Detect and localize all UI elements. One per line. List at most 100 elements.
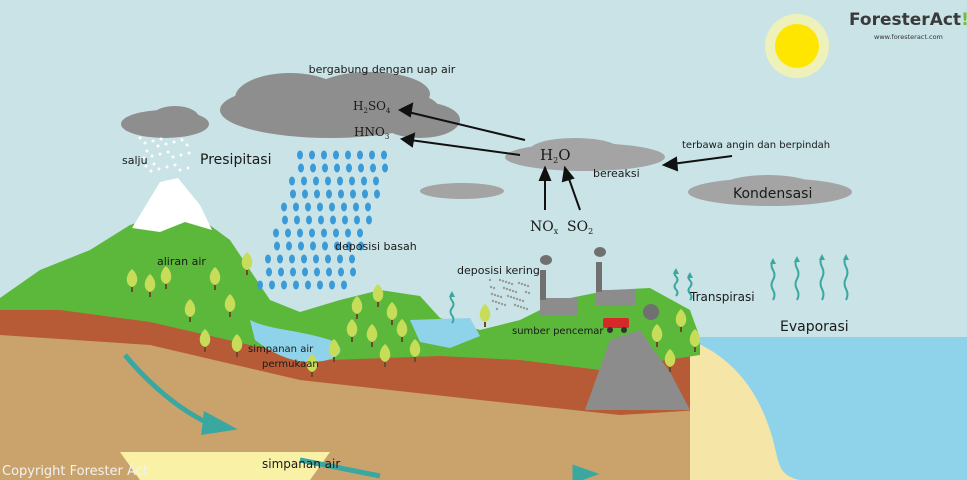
vapor-arrows [449,254,849,324]
snow-dot [142,156,146,160]
tree-crown [366,324,378,342]
rain-drop [357,228,363,238]
tree-icon [396,319,408,342]
rain-drop [349,176,355,186]
land-grass [0,215,700,370]
rain-drop [354,215,360,225]
dry-deposition-dot [499,295,503,299]
sun-icon [765,14,829,78]
rain-drop [346,163,352,173]
tree-icon [479,304,491,327]
dry-deposition-dot [526,284,530,288]
snow-dot [165,165,169,169]
label-deposisi-kering: deposisi kering [457,264,540,277]
rain-drop [314,267,320,277]
vapor-arrowhead [673,268,679,274]
tree-crown [126,269,138,287]
rain-drop [358,163,364,173]
tree-icon [379,344,391,367]
rain-drop [277,254,283,264]
rain-drop [382,163,388,173]
groundwater-storage [120,452,330,480]
cloud-main [220,72,460,138]
snow-dot [150,154,154,158]
snow-dot [158,152,162,156]
tree-trunk [189,317,191,322]
rain-drop [345,228,351,238]
rain-drop [329,202,335,212]
rain-drop [290,267,296,277]
rain-drop [281,202,287,212]
rain-drops [257,150,388,290]
rain-drop [370,163,376,173]
dry-deposition-dot [506,294,510,298]
snow-dot [171,155,175,159]
tree-icon [346,319,358,342]
rain-drop [326,267,332,277]
cloud-kondensasi [688,175,852,206]
rain-drop [305,280,311,290]
tree-trunk [384,362,386,367]
tree-icon [184,299,196,322]
snow-dot [149,169,153,173]
dry-deposition-dot [507,281,511,285]
rain-drop [318,215,324,225]
surface-water-storage [250,320,341,362]
dry-deposition-dot [523,283,527,287]
rain-drop [325,254,331,264]
tree-trunk [680,327,682,332]
label-sumber-pencemar: sumber pencemar [512,326,604,337]
tree-trunk [351,337,353,342]
tree-icon [664,349,676,372]
rain-drop [273,228,279,238]
rain-drop [337,254,343,264]
tree-icon [372,284,384,307]
rain-drop [333,228,339,238]
tree-crown [209,267,221,285]
rain-drop [285,228,291,238]
reaction-arrows [397,102,733,211]
label-kondensasi: Kondensasi [733,186,812,202]
rain-drop [337,176,343,186]
tree-crown [231,334,243,352]
smoke-icon [643,304,659,320]
brand-name-2: Act [929,10,962,30]
rain-drop [266,267,272,277]
dry-deposition-dot [498,278,502,282]
rain-drop [301,254,307,264]
dry-deposition-dot [504,280,508,284]
rain-drop [294,215,300,225]
tree-icon [409,339,421,362]
tree-icon [675,309,687,332]
snow-dot [138,136,142,140]
label-transpirasi: Transpirasi [689,290,755,304]
tree-trunk [149,292,151,297]
snow-dot [152,162,156,166]
rain-drop [286,241,292,251]
rain-drop [298,163,304,173]
rain-drop [281,280,287,290]
snow-dot [145,149,149,153]
tree-icon [351,296,363,319]
brand-logo: ForesterAct! [849,10,967,30]
snow-dot [179,153,183,157]
snow-dot [143,141,147,145]
dry-deposition-dot [509,295,513,299]
tree-icon [160,266,172,289]
label-simpanan-permukaan-1: simpanan air [248,344,314,355]
tree-trunk [165,284,167,289]
rain-drop [305,202,311,212]
trees [126,252,701,377]
rain-drop [310,163,316,173]
rain-drop [278,267,284,277]
tree-trunk [204,347,206,352]
tree-trunk [371,342,373,347]
dry-deposition-dot [489,285,493,289]
tree-trunk [311,372,313,377]
rain-drop [309,228,315,238]
tree-trunk [246,270,248,275]
snow-dots [138,136,191,173]
tree-crown [372,284,384,302]
